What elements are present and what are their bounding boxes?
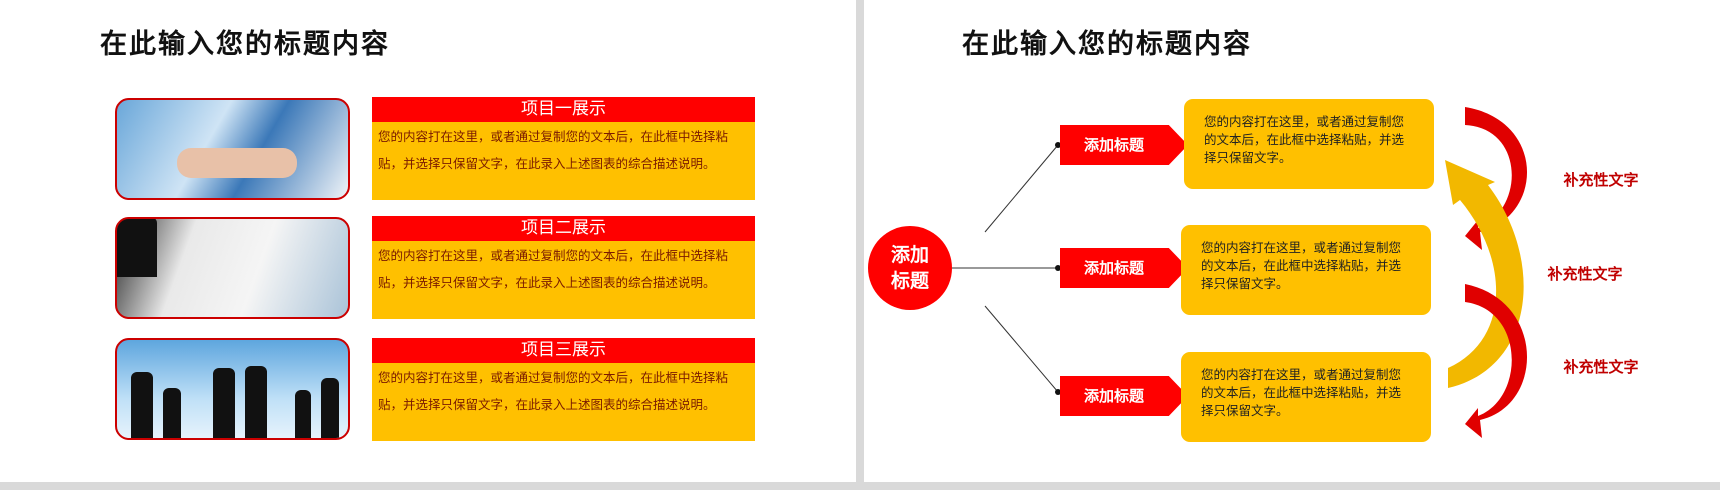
connector-dot xyxy=(1055,389,1061,395)
connector-dot xyxy=(1055,142,1061,148)
branch-text-box: 您的内容打在这里，或者通过复制您的文本后，在此框中选择粘贴，并选择只保留文字。 xyxy=(1181,352,1431,442)
curved-arrow-top-icon xyxy=(1465,107,1528,250)
slide-1[interactable]: 在此输入您的标题内容 项目一展示 您的内容打在这里，或者通过复制您的文本后，在此… xyxy=(0,0,856,482)
supplement-text: 补充性文字 xyxy=(1563,358,1639,376)
supplement-text: 补充性文字 xyxy=(1563,171,1639,189)
branch-text-box: 您的内容打在这里，或者通过复制您的文本后，在此框中选择粘贴，并选择只保留文字。 xyxy=(1184,99,1434,189)
slide-title: 在此输入您的标题内容 xyxy=(962,29,1252,60)
slide-divider xyxy=(856,0,864,490)
item-body: 您的内容打在这里，或者通过复制您的文本后，在此框中选择粘贴，并选择只保留文字，在… xyxy=(372,122,755,200)
branch-text-box: 您的内容打在这里，或者通过复制您的文本后，在此框中选择粘贴，并选择只保留文字。 xyxy=(1181,225,1431,315)
item-body: 您的内容打在这里，或者通过复制您的文本后，在此框中选择粘贴，并选择只保留文字，在… xyxy=(372,241,755,319)
supplement-text: 补充性文字 xyxy=(1547,265,1623,283)
branch-tag: 添加标题 xyxy=(1060,248,1188,288)
connector-lines xyxy=(952,144,1059,393)
branch-tag: 添加标题 xyxy=(1060,376,1188,416)
image-business-people xyxy=(115,338,350,440)
item-1: 项目一展示 您的内容打在这里，或者通过复制您的文本后，在此框中选择粘贴，并选择只… xyxy=(372,97,755,200)
item-heading: 项目二展示 xyxy=(372,216,755,241)
image-meeting-documents xyxy=(115,217,350,319)
curved-arrow-bottom-icon xyxy=(1465,284,1528,438)
bottom-bar xyxy=(0,482,1720,490)
slide-title: 在此输入您的标题内容 xyxy=(100,29,390,60)
item-3: 项目三展示 您的内容打在这里，或者通过复制您的文本后，在此框中选择粘贴，并选择只… xyxy=(372,338,755,441)
item-body: 您的内容打在这里，或者通过复制您的文本后，在此框中选择粘贴，并选择只保留文字，在… xyxy=(372,363,755,441)
item-heading: 项目三展示 xyxy=(372,338,755,363)
image-business-writing xyxy=(115,98,350,200)
center-node: 添加标题 xyxy=(868,226,952,310)
item-2: 项目二展示 您的内容打在这里，或者通过复制您的文本后，在此框中选择粘贴，并选择只… xyxy=(372,216,755,319)
connector-dot xyxy=(1055,265,1061,271)
branch-tag: 添加标题 xyxy=(1060,125,1188,165)
item-heading: 项目一展示 xyxy=(372,97,755,122)
curved-arrow-yellow-icon xyxy=(1445,160,1524,388)
